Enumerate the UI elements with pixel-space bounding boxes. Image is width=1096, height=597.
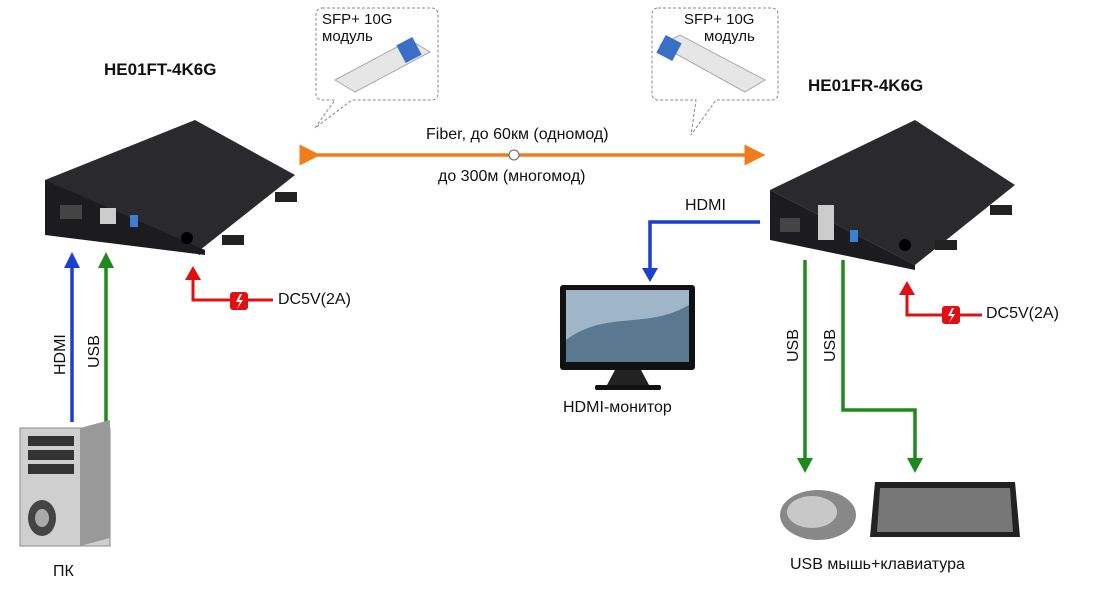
mouse-usb-label: USB [785,329,802,362]
sfp-right-line2: модуль [704,28,755,45]
transmitter-device-image [45,120,297,255]
receiver-power-label: DC5V(2A) [986,305,1059,322]
monitor-label: HDMI-монитор [563,399,672,416]
fiber-label-single-mode: Fiber, до 60км (одномод) [426,126,609,143]
sfp-left-line1: SFP+ 10G [322,11,393,28]
mouse-image [780,490,856,540]
peripherals-label: USB мышь+клавиатура [790,556,965,573]
keyboard-usb-label: USB [822,329,839,362]
sfp-module-left-image [333,36,432,93]
sfp-left-line2: модуль [322,28,373,45]
monitor-image [560,285,695,390]
pc-usb-label: USB [86,335,103,368]
pc-hdmi-label: HDMI [52,334,69,375]
receiver-model-label: HE01FR-4K6G [808,76,924,95]
keyboard-image [870,482,1020,537]
keyboard-usb-arrow [841,260,917,460]
pc-label: ПК [53,563,74,580]
power-icon-left [230,292,248,310]
monitor-hdmi-arrow [648,220,760,272]
fiber-label-multi-mode: до 300м (многомод) [438,168,586,185]
sfp-right-line1: SFP+ 10G [684,11,755,28]
pc-tower-image [19,420,111,547]
power-icon-right [942,306,960,324]
monitor-hdmi-label: HDMI [685,197,726,214]
transmitter-power-label: DC5V(2A) [278,291,351,308]
receiver-device-image [770,120,1015,270]
fiber-coupler-icon [508,149,520,161]
sfp-module-right-image [656,34,767,93]
transmitter-model-label: HE01FT-4K6G [104,60,217,79]
